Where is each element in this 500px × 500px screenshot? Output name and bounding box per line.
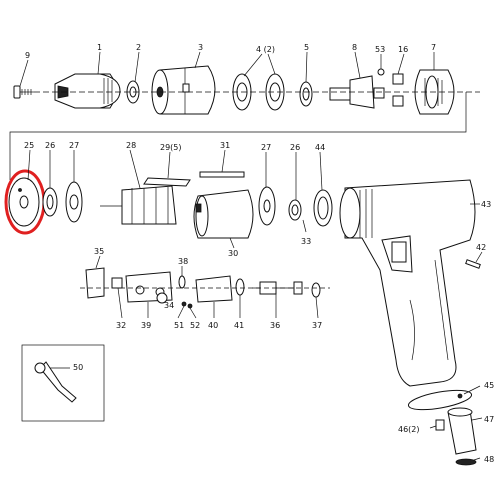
part-42-pin xyxy=(465,259,481,269)
label-37: 37 xyxy=(312,321,322,330)
label-8: 8 xyxy=(352,43,357,52)
label-3: 3 xyxy=(198,43,203,52)
part-25-end-plate xyxy=(8,177,40,227)
part-44-ring xyxy=(313,189,333,227)
part-31-pin xyxy=(199,171,245,178)
label-43: 43 xyxy=(481,200,491,209)
part-16-nut xyxy=(392,73,404,107)
part-29-vanes xyxy=(143,177,191,187)
part-30-cylinder xyxy=(193,189,254,239)
part-26b-bearing xyxy=(288,199,302,221)
part-41-o-ring xyxy=(235,278,245,296)
label-32: 32 xyxy=(116,321,126,330)
label-27a: 27 xyxy=(69,141,79,150)
label-34: 34 xyxy=(164,301,174,310)
label-47: 47 xyxy=(484,415,494,424)
label-9: 9 xyxy=(25,51,30,60)
label-2: 2 xyxy=(136,43,141,52)
label-52: 52 xyxy=(190,321,200,330)
label-28: 28 xyxy=(126,141,136,150)
part-3-housing xyxy=(151,65,216,115)
label-30: 30 xyxy=(228,249,238,258)
part-34-planet-gear xyxy=(156,292,168,304)
label-51: 51 xyxy=(174,321,184,330)
part-46-screws xyxy=(435,419,445,431)
label-45: 45 xyxy=(484,381,494,390)
part-51-52-pins xyxy=(181,301,193,309)
label-50: 50 xyxy=(73,363,83,372)
label-39: 39 xyxy=(141,321,151,330)
label-36: 36 xyxy=(270,321,280,330)
label-35: 35 xyxy=(94,247,104,256)
part-45-base-plate xyxy=(407,389,473,411)
label-42: 42 xyxy=(476,243,486,252)
part-27b-end-plate xyxy=(258,186,276,226)
label-4: 4 (2) xyxy=(256,45,275,54)
label-40: 40 xyxy=(208,321,218,330)
label-7: 7 xyxy=(431,43,436,52)
part-35-bushing xyxy=(85,267,105,299)
label-5: 5 xyxy=(304,43,309,52)
part-53-pin xyxy=(377,68,385,76)
label-26a: 26 xyxy=(45,141,55,150)
label-53: 53 xyxy=(375,45,385,54)
label-38: 38 xyxy=(178,257,188,266)
part-48-seal xyxy=(455,458,477,466)
label-33: 33 xyxy=(301,237,311,246)
label-16: 16 xyxy=(398,45,408,54)
part-1-chuck xyxy=(54,73,121,109)
label-26b: 26 xyxy=(290,143,300,152)
label-29: 29(5) xyxy=(160,143,182,152)
label-1: 1 xyxy=(97,43,102,52)
part-47-air-inlet xyxy=(447,407,477,455)
label-31: 31 xyxy=(220,141,230,150)
inset-part-50 xyxy=(21,344,105,422)
label-41: 41 xyxy=(234,321,244,330)
part-4-bearings xyxy=(232,73,285,111)
part-38-ring xyxy=(178,275,186,289)
part-8-spindle xyxy=(329,75,385,109)
label-48: 48 xyxy=(484,455,494,464)
part-32-screw xyxy=(111,277,123,289)
part-9-screw xyxy=(13,85,34,99)
part-27-end-plate xyxy=(65,181,83,223)
part-37-o-ring xyxy=(311,282,321,298)
label-25: 25 xyxy=(24,141,34,150)
part-40-shaft xyxy=(195,275,233,303)
label-46: 46(2) xyxy=(398,425,420,434)
part-28-rotor xyxy=(100,185,177,225)
part-43-handle-housing xyxy=(339,179,476,387)
part-5-washer xyxy=(299,81,313,107)
label-44: 44 xyxy=(315,143,325,152)
label-27b: 27 xyxy=(261,143,271,152)
part-26-bearing xyxy=(42,187,58,217)
